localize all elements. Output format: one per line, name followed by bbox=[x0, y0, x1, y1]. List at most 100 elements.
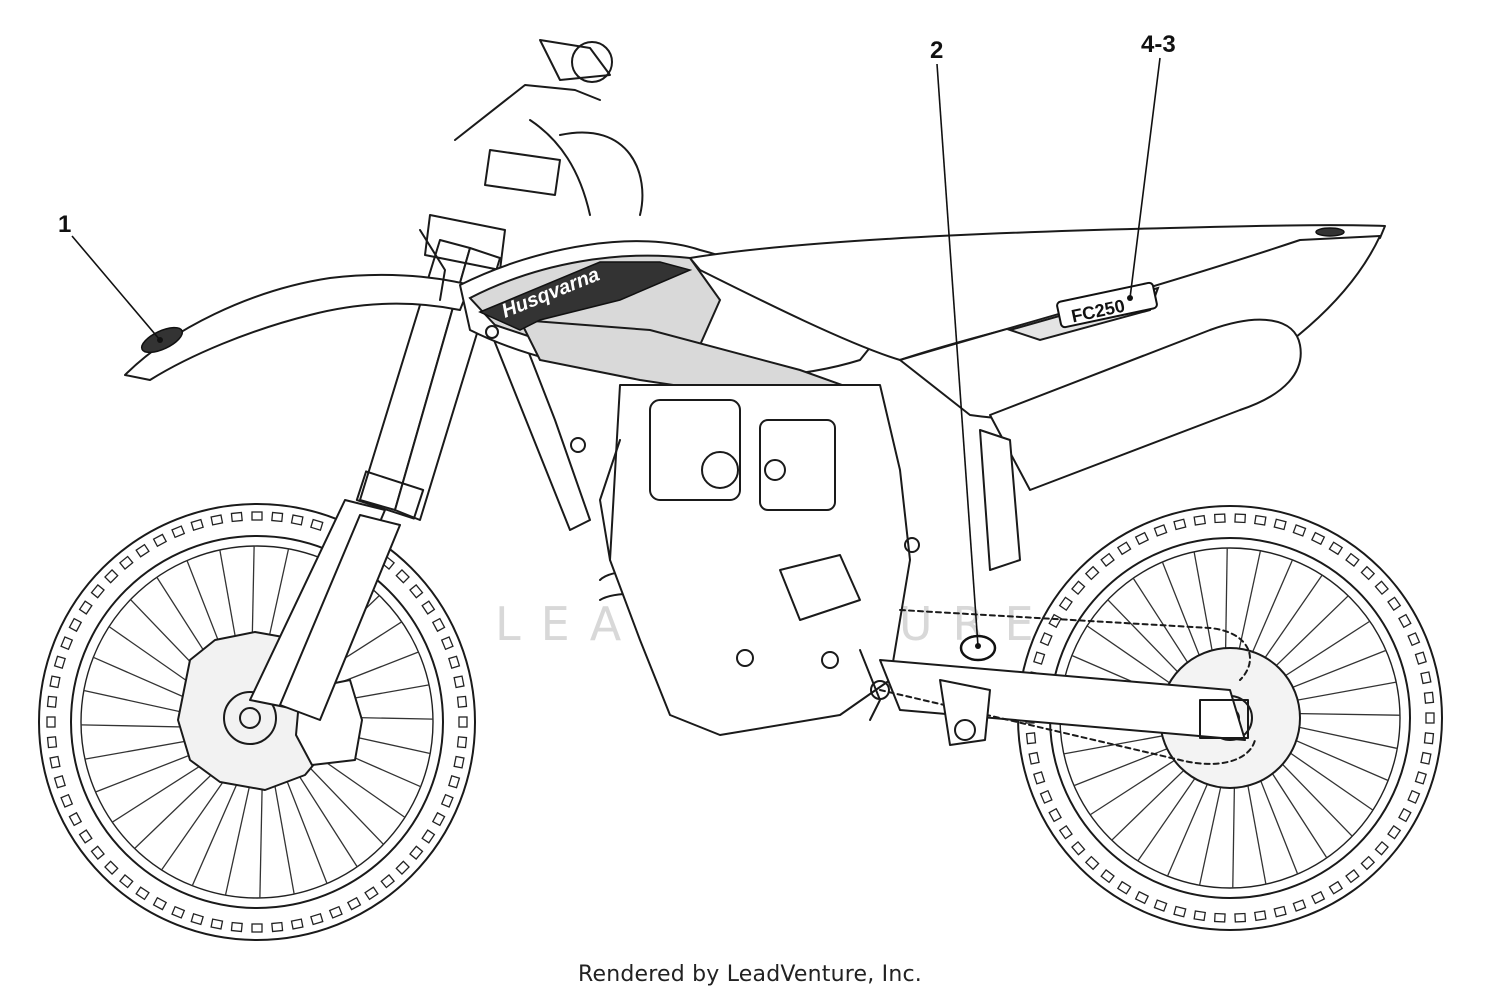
tire-knob bbox=[1134, 890, 1150, 905]
tire-knob bbox=[1071, 840, 1086, 856]
tire-knob bbox=[448, 775, 461, 789]
tire-knob bbox=[210, 514, 224, 526]
tire-knob bbox=[1100, 552, 1115, 567]
leader-line-1 bbox=[71, 235, 161, 341]
tire-knob bbox=[458, 716, 468, 728]
front-axle bbox=[239, 707, 261, 729]
tire-knob bbox=[1193, 514, 1207, 526]
tire-knob bbox=[1387, 824, 1402, 840]
tire-knob bbox=[395, 860, 410, 875]
tire-knob bbox=[171, 905, 186, 919]
tire-knob bbox=[251, 923, 263, 933]
handlebar-grip-end bbox=[571, 41, 613, 83]
front-rim bbox=[80, 545, 434, 899]
tire-knob bbox=[409, 583, 424, 599]
tire-knob bbox=[104, 569, 119, 584]
tire-knob bbox=[68, 617, 83, 633]
tire-knob bbox=[53, 655, 66, 669]
tire-knob bbox=[456, 695, 468, 708]
chain-adjuster-block bbox=[1199, 699, 1249, 739]
carburetor-body bbox=[759, 419, 836, 511]
muffler bbox=[989, 318, 1302, 491]
callout-4-3: 4-3 bbox=[1141, 31, 1176, 58]
linkage-bolt bbox=[954, 719, 976, 741]
tire-knob bbox=[1423, 691, 1435, 704]
leader-dot-4-3 bbox=[1127, 295, 1133, 301]
engine bbox=[599, 384, 920, 736]
tire-knob bbox=[1193, 910, 1207, 922]
tire-knob bbox=[1420, 671, 1432, 685]
tire-knob bbox=[1234, 912, 1247, 923]
tire-knob bbox=[346, 896, 362, 911]
tire-knob bbox=[395, 569, 410, 584]
leader-dot-1 bbox=[157, 337, 163, 343]
tire-knob bbox=[1398, 807, 1412, 823]
shift-lever-area bbox=[779, 554, 861, 621]
tire-knob bbox=[421, 600, 436, 615]
tire-knob bbox=[1084, 565, 1100, 581]
tire-knob bbox=[1058, 596, 1073, 612]
tire-knob bbox=[1360, 565, 1376, 581]
tire-knob bbox=[152, 896, 168, 911]
tire-knob bbox=[1414, 651, 1427, 665]
tire-knob bbox=[46, 695, 58, 708]
tire-knob bbox=[1310, 890, 1326, 905]
tire-knob bbox=[90, 845, 105, 861]
number-plate-edge bbox=[419, 229, 446, 301]
front-tire-outer bbox=[38, 503, 476, 941]
throttle-body bbox=[701, 451, 739, 489]
cable bbox=[529, 119, 591, 216]
tire-knob bbox=[1213, 912, 1226, 923]
tire-knob bbox=[1273, 905, 1287, 918]
shock-absorber bbox=[979, 429, 1021, 571]
seat-and-tail: FC250 bbox=[689, 224, 1386, 421]
linkage bbox=[939, 679, 991, 746]
tire-knob bbox=[1273, 518, 1287, 531]
callout-2: 2 bbox=[930, 37, 943, 64]
cylinder-head bbox=[649, 399, 741, 501]
front-tire-knobs bbox=[46, 511, 468, 933]
tire-knob bbox=[328, 905, 343, 919]
leader-line-4-3 bbox=[1129, 57, 1161, 299]
tire-knob bbox=[53, 775, 66, 789]
tire-knob bbox=[118, 874, 134, 889]
engine-bolt-4 bbox=[904, 537, 920, 553]
tire-knob bbox=[190, 913, 204, 926]
frame-bolt bbox=[570, 437, 586, 453]
rear-tire-knobs bbox=[1025, 513, 1435, 923]
tire-knob bbox=[1253, 514, 1267, 526]
tire-knob bbox=[1234, 513, 1247, 524]
throttle-cable bbox=[559, 131, 644, 216]
tire-knob bbox=[1345, 869, 1360, 884]
tire-knob bbox=[1374, 840, 1389, 856]
tire-knob bbox=[456, 736, 468, 749]
tire-knob bbox=[1058, 824, 1073, 840]
swingarm-pivot bbox=[870, 680, 890, 700]
engine-bolt-2 bbox=[736, 649, 754, 667]
tire-knob bbox=[1414, 771, 1427, 785]
tire-knob bbox=[380, 874, 396, 889]
tire-knob bbox=[1025, 732, 1037, 745]
tire-knob bbox=[1310, 531, 1326, 546]
tire-knob bbox=[453, 675, 465, 689]
tire-knob bbox=[90, 583, 105, 599]
callout-1: 1 bbox=[58, 211, 71, 238]
tire-knob bbox=[1084, 855, 1100, 871]
tire-knob bbox=[1253, 910, 1267, 922]
tire-knob bbox=[1387, 596, 1402, 612]
tire-knob bbox=[104, 860, 119, 875]
tire-knob bbox=[1134, 531, 1150, 546]
handlebar bbox=[454, 84, 601, 141]
tire-knob bbox=[1153, 899, 1168, 912]
front-hub bbox=[223, 691, 277, 745]
footer-credit: Rendered by LeadVenture, Inc. bbox=[578, 962, 922, 987]
tire-knob bbox=[118, 555, 134, 570]
tire-knob bbox=[448, 655, 461, 669]
tire-knob bbox=[421, 829, 436, 844]
tire-knob bbox=[1292, 524, 1307, 537]
tire-knob bbox=[364, 886, 379, 901]
tire-knob bbox=[1028, 751, 1040, 765]
tire-knob bbox=[1425, 712, 1435, 724]
shroud-decal-stripe bbox=[478, 261, 693, 331]
tire-knob bbox=[431, 811, 446, 827]
